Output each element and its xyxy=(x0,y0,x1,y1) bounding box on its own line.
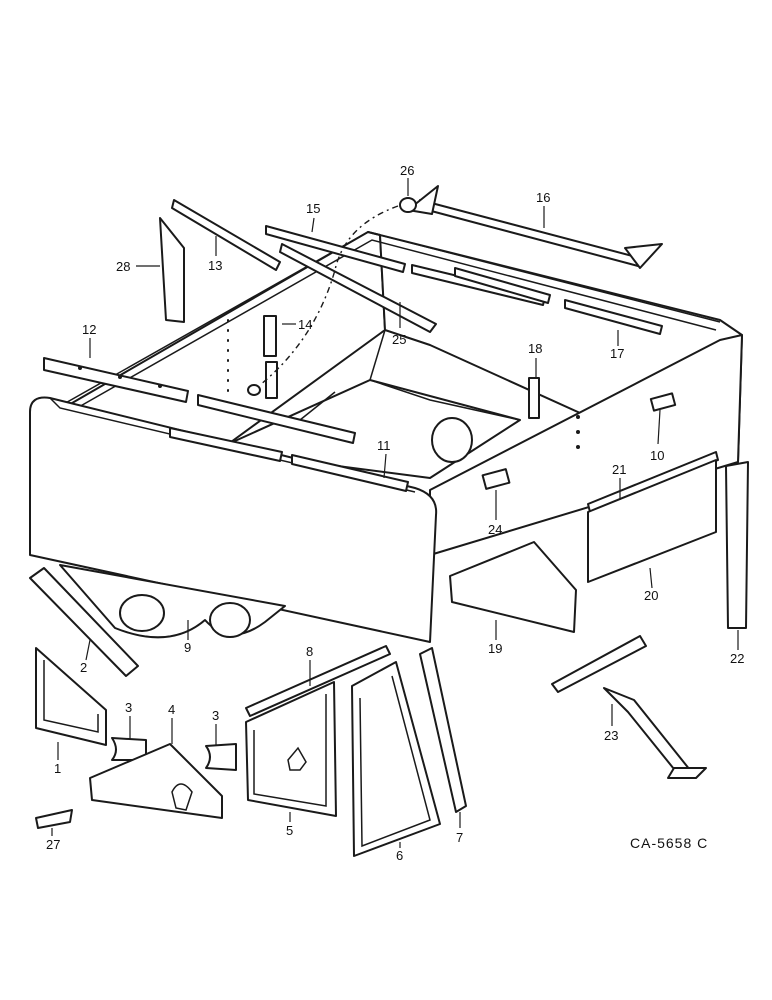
angle-2 xyxy=(29,567,139,677)
panel-6 xyxy=(351,661,441,857)
front-panel xyxy=(29,396,438,643)
callout-13: 13 xyxy=(208,258,222,273)
callout-19: 19 xyxy=(488,641,502,656)
callout-11: 11 xyxy=(377,438,391,453)
cap-26 xyxy=(399,197,417,213)
angle-17 xyxy=(454,267,551,304)
callout-16: 16 xyxy=(536,190,550,205)
panel-19 xyxy=(449,541,577,633)
callouts: 1 2 3 3 4 5 6 7 8 9 10 11 12 13 14 15 16 xyxy=(46,163,744,863)
callout-10: 10 xyxy=(650,448,664,463)
post-22 xyxy=(725,461,749,629)
callout-15: 15 xyxy=(306,201,320,216)
angle-7 xyxy=(419,647,467,813)
top-angles xyxy=(43,185,663,492)
callout-25: 25 xyxy=(392,332,406,347)
callout-3a: 3 xyxy=(125,700,132,715)
brace-15 xyxy=(265,225,406,273)
callout-20: 20 xyxy=(644,588,658,603)
brace-25 xyxy=(279,243,437,333)
gusset-28 xyxy=(159,217,185,323)
angle-8 xyxy=(245,645,391,717)
bracket-14 xyxy=(263,315,277,357)
callout-12: 12 xyxy=(82,322,96,337)
callout-21: 21 xyxy=(612,462,626,477)
support-23 xyxy=(551,635,647,693)
box-assembly xyxy=(29,231,743,643)
plate-10 xyxy=(649,392,677,412)
callout-17: 17 xyxy=(610,346,624,361)
callout-1: 1 xyxy=(54,761,61,776)
panel-20 xyxy=(587,459,717,583)
callout-4: 4 xyxy=(168,702,175,717)
callout-27: 27 xyxy=(46,837,60,852)
callout-2: 2 xyxy=(80,660,87,675)
strap-27 xyxy=(35,809,73,829)
callout-6: 6 xyxy=(396,848,403,863)
callout-3b: 3 xyxy=(212,708,219,723)
callout-28: 28 xyxy=(116,259,130,274)
callout-14: 14 xyxy=(298,317,312,332)
panel-1 xyxy=(35,647,107,746)
panel-5 xyxy=(245,681,337,817)
floor-plate-4 xyxy=(89,743,223,819)
plate-24 xyxy=(481,468,511,490)
drawing-code: CA-5658 C xyxy=(630,835,708,851)
callout-22: 22 xyxy=(730,651,744,666)
brace-13 xyxy=(171,199,281,271)
callout-24: 24 xyxy=(488,522,502,537)
callout-18: 18 xyxy=(528,341,542,356)
callout-8: 8 xyxy=(306,644,313,659)
angle-11 xyxy=(169,427,283,462)
callout-7: 7 xyxy=(456,830,463,845)
loose-parts xyxy=(29,451,749,857)
callout-9: 9 xyxy=(184,640,191,655)
callout-23: 23 xyxy=(604,728,618,743)
callout-26: 26 xyxy=(400,163,414,178)
callout-5: 5 xyxy=(286,823,293,838)
bracket-18 xyxy=(528,377,540,419)
clip-3b xyxy=(205,743,237,771)
